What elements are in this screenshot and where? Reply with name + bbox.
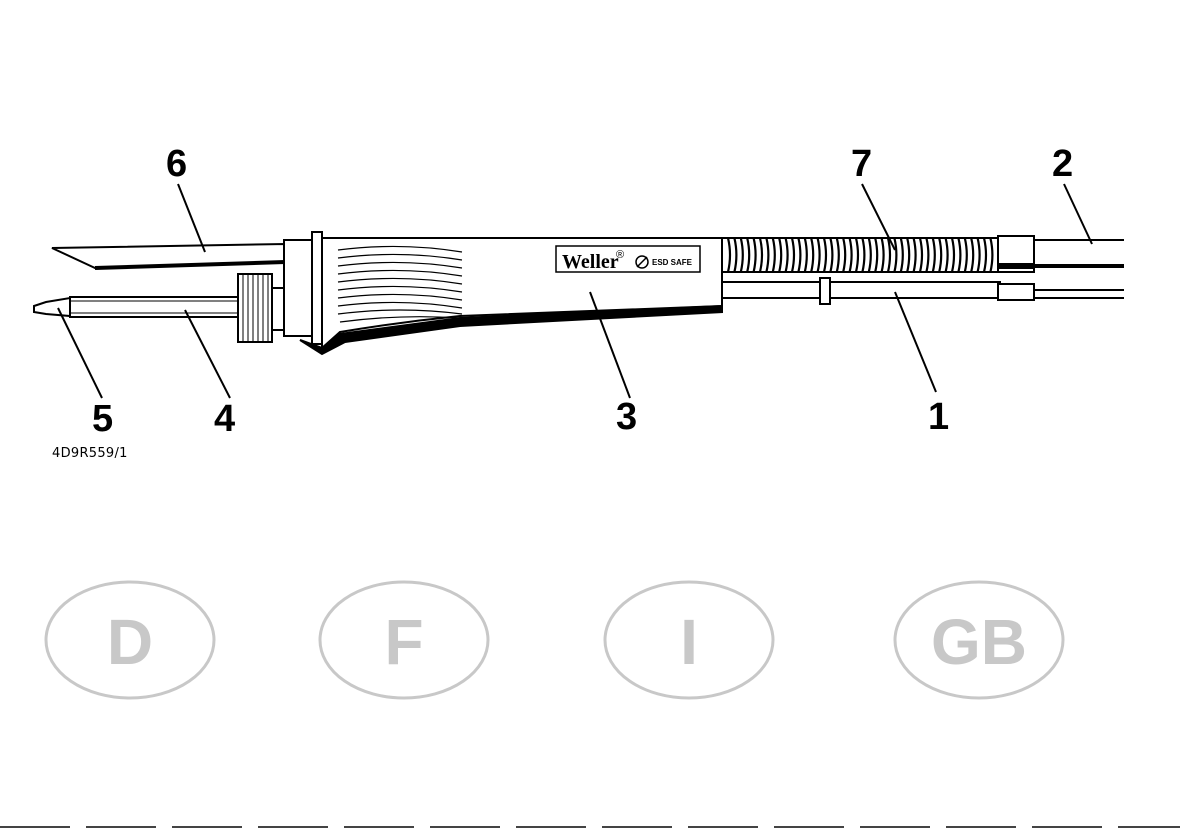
rod-1 xyxy=(722,278,1124,304)
cable-collar xyxy=(998,236,1034,272)
language-code-gb: GB xyxy=(931,606,1027,678)
spring-7 xyxy=(722,238,998,272)
esd-icon xyxy=(636,256,648,268)
esd-label: ESD SAFE xyxy=(652,258,693,267)
brand-mark: ® xyxy=(616,249,624,261)
language-badge-f[interactable]: F xyxy=(320,582,488,698)
handle-flange xyxy=(284,232,322,344)
drawing-id: 4D9R559/1 xyxy=(52,446,128,461)
brand-name: Weller xyxy=(562,251,619,273)
callout-1: 1 xyxy=(928,396,949,438)
brand-label: Weller ® ESD SAFE xyxy=(556,246,700,273)
language-badge-gb[interactable]: GB xyxy=(895,582,1063,698)
callout-5: 5 xyxy=(92,398,113,440)
callout-2: 2 xyxy=(1052,143,1073,185)
tip-shaft-4 xyxy=(70,297,240,317)
tip-6 xyxy=(52,244,285,268)
tip-5 xyxy=(34,298,70,316)
language-code-d: D xyxy=(107,606,153,678)
cable-2 xyxy=(1034,240,1124,266)
callout-7: 7 xyxy=(851,143,872,185)
language-badge-d[interactable]: D xyxy=(46,582,214,698)
language-code-i: I xyxy=(680,606,698,678)
callout-3: 3 xyxy=(616,396,637,438)
knurled-nut xyxy=(238,274,284,342)
language-badge-i[interactable]: I xyxy=(605,582,773,698)
callout-4: 4 xyxy=(214,398,235,440)
callout-6: 6 xyxy=(166,143,187,185)
language-code-f: F xyxy=(384,606,423,678)
